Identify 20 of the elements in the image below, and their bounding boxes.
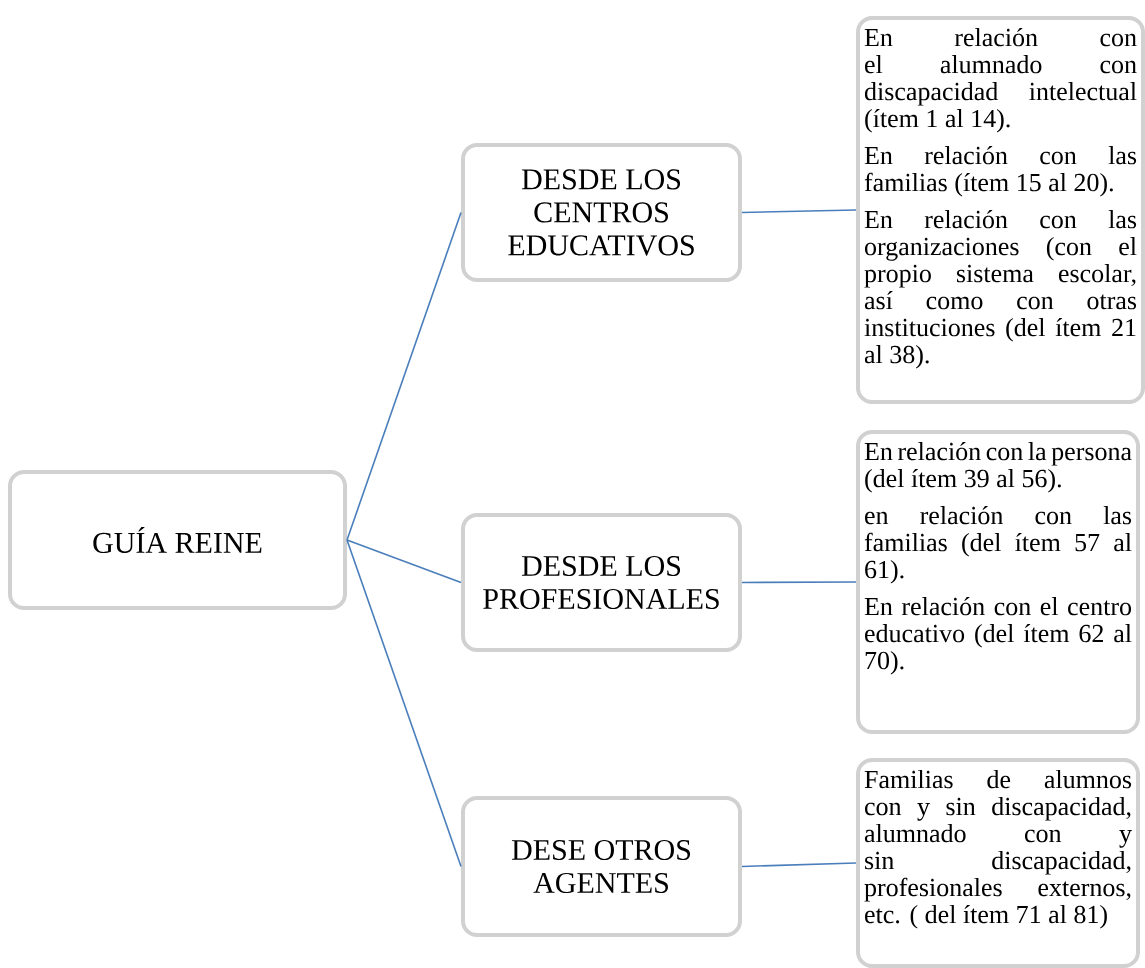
category-box: GUÍA REINE: [8, 470, 347, 610]
category-box: DESDE LOS PROFESIONALES: [461, 513, 742, 652]
paragraph: En relación con las organizaciones (con el propio sistema escolar, así como con otras instituciones (del ítem 21 al 38).: [864, 210, 1137, 369]
paragraph: En relación con el centro educativo (del ítem 62 al 70).: [864, 597, 1132, 675]
category-box: DESDE LOS CENTROS EDUCATIVOS: [461, 143, 742, 282]
paragraph: en relación con las familias (del ítem 57 al 61).: [864, 506, 1132, 584]
connector-line: [346, 211, 462, 541]
connector-line: [346, 539, 462, 584]
paragraph: En relación con las familias (ítem 15 al 20).: [864, 146, 1137, 197]
paragraph: En relación con la persona (del ítem 39 al 56).: [864, 442, 1132, 493]
item-box: [856, 16, 1145, 404]
connector-line: [741, 209, 857, 214]
connector-line: [346, 539, 462, 868]
item-box: [856, 758, 1140, 968]
connector-line: [741, 581, 857, 584]
paragraph: En relación con el alumnado con discapacidad intelectual (ítem 1 al 14).: [864, 28, 1137, 133]
item-box: [856, 430, 1140, 734]
connector-line: [741, 862, 857, 868]
paragraph: Familias de alumnos con y sin discapacidad, alumnado con y sin discapacidad, profesionales externos, etc. ( del ítem 71 al 81): [864, 770, 1132, 929]
category-box: DESE OTROS AGENTES: [461, 796, 742, 937]
